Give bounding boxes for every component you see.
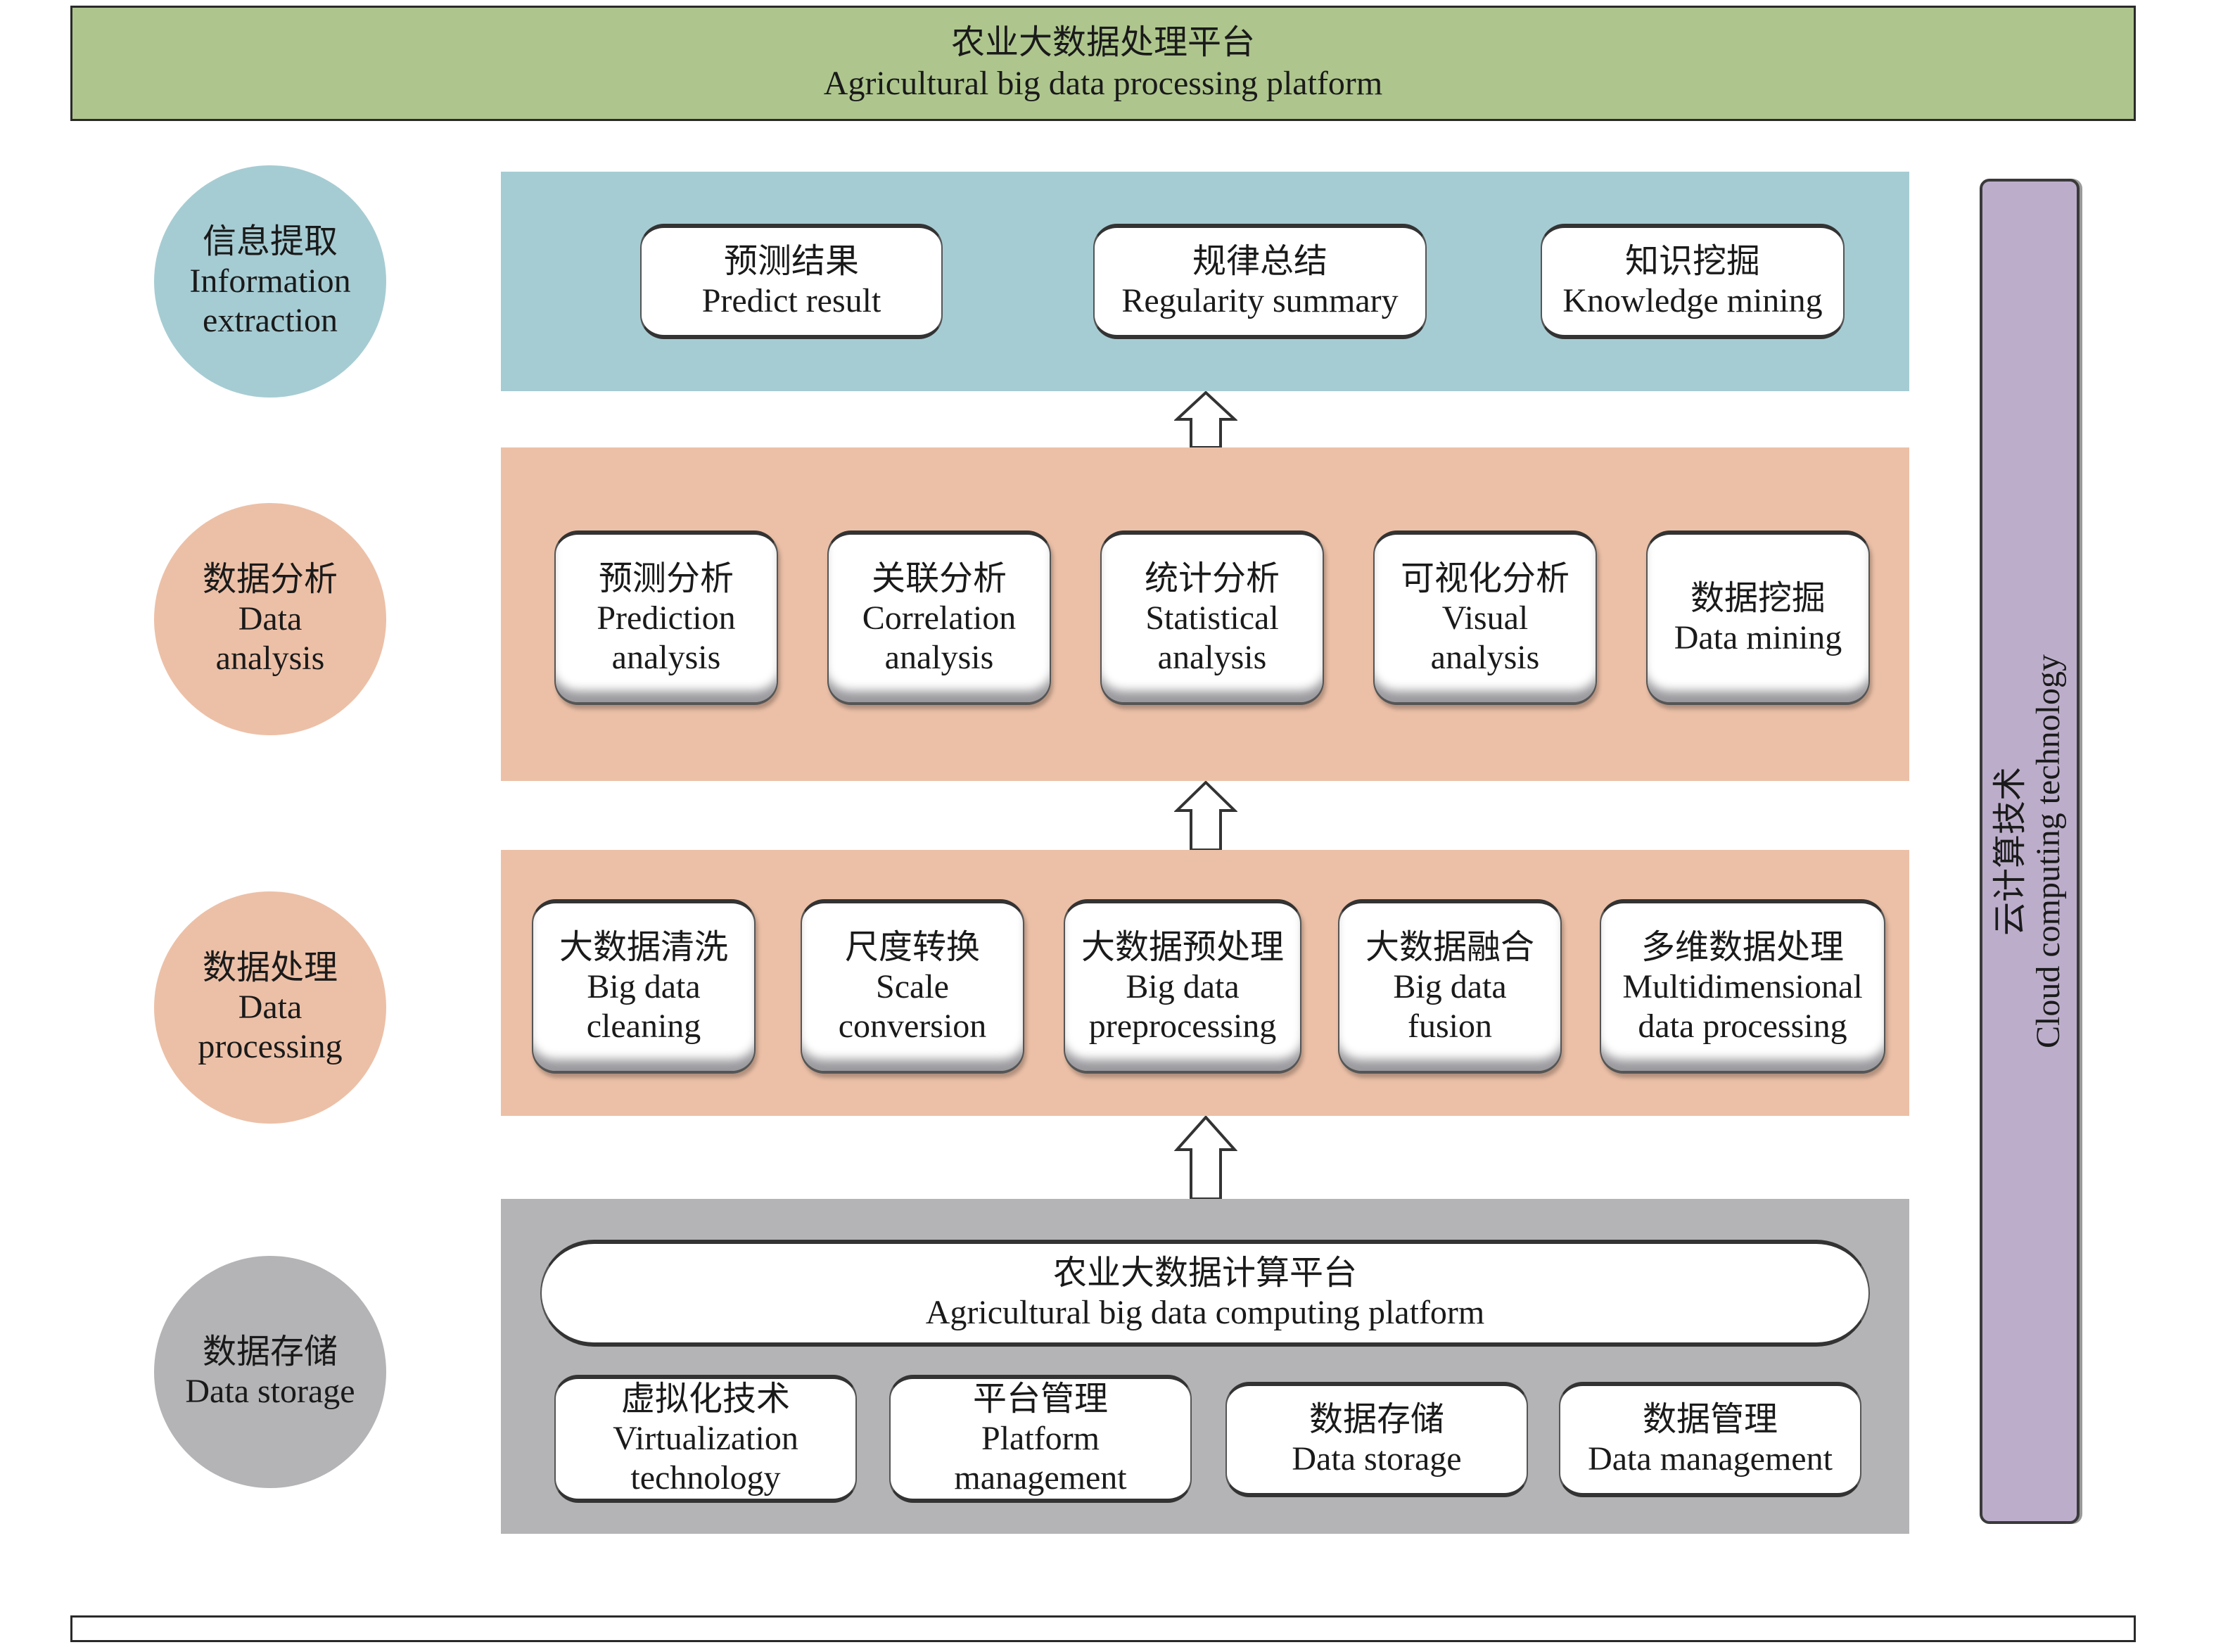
card-label-zh: 虚拟化技术 xyxy=(620,1380,790,1418)
layer-label-en: extraction xyxy=(203,302,338,339)
card-label-zh: 平台管理 xyxy=(972,1380,1108,1418)
footer-box xyxy=(70,1615,2136,1642)
card-label-zh: 尺度转换 xyxy=(844,929,980,966)
banner-title-zh: 农业大数据处理平台 xyxy=(950,24,1255,61)
card-label-en: analysis xyxy=(884,639,994,676)
card-label-en: Regularity summary xyxy=(1121,282,1399,319)
card-label-zh: 数据管理 xyxy=(1642,1401,1778,1438)
card-correlation-analysis: 关联分析 Correlation analysis xyxy=(827,530,1051,705)
up-arrow-icon xyxy=(1174,781,1237,851)
card-label-en: Knowledge mining xyxy=(1562,282,1823,319)
card-label-en: analysis xyxy=(1157,639,1267,676)
layer-circle-data-processing: 数据处理 Data processing xyxy=(154,891,386,1124)
card-label-en: Agricultural big data computing platform xyxy=(925,1294,1485,1331)
card-big-data-preprocessing: 大数据预处理 Big data preprocessing xyxy=(1064,899,1301,1074)
card-label-en: Statistical xyxy=(1145,599,1279,637)
card-knowledge-mining: 知识挖掘 Knowledge mining xyxy=(1541,224,1845,339)
card-label-zh: 数据挖掘 xyxy=(1690,580,1826,617)
card-label-zh: 预测结果 xyxy=(723,243,859,280)
card-label-en: Big data xyxy=(1126,968,1240,1005)
card-label-en: Data mining xyxy=(1674,619,1842,656)
card-scale-conversion: 尺度转换 Scale conversion xyxy=(801,899,1024,1074)
card-label-en: management xyxy=(954,1459,1127,1497)
panel-data-processing: 大数据清洗 Big data cleaning 尺度转换 Scale conve… xyxy=(501,850,1909,1116)
card-label-zh: 大数据清洗 xyxy=(559,929,728,966)
card-visual-analysis: 可视化分析 Visual analysis xyxy=(1373,530,1597,705)
layer-label-en: Information xyxy=(189,262,351,300)
card-prediction-analysis: 预测分析 Prediction analysis xyxy=(554,530,778,705)
card-label-zh: 大数据预处理 xyxy=(1081,929,1284,966)
platform-banner: 农业大数据处理平台 Agricultural big data processi… xyxy=(70,6,2136,121)
card-label-zh: 关联分析 xyxy=(871,560,1007,597)
card-big-data-fusion: 大数据融合 Big data fusion xyxy=(1338,899,1562,1074)
card-label-en: preprocessing xyxy=(1088,1008,1277,1045)
layer-label-en: Data xyxy=(238,600,303,637)
card-label-en: data processing xyxy=(1638,1008,1847,1045)
card-label-en: fusion xyxy=(1408,1008,1492,1045)
card-label-zh: 农业大数据计算平台 xyxy=(1052,1254,1357,1292)
card-label-zh: 可视化分析 xyxy=(1400,560,1569,597)
layer-label-zh: 数据分析 xyxy=(202,561,338,598)
card-virtualization-technology: 虚拟化技术 Virtualization technology xyxy=(554,1375,857,1503)
card-label-zh: 预测分析 xyxy=(598,560,734,597)
card-label-en: Big data xyxy=(1393,968,1507,1005)
card-statistical-analysis: 统计分析 Statistical analysis xyxy=(1100,530,1324,705)
card-big-data-cleaning: 大数据清洗 Big data cleaning xyxy=(532,899,756,1074)
card-label-en: Correlation xyxy=(862,599,1017,637)
cloud-computing-label: 云计算技术 Cloud computing technology xyxy=(1992,654,2068,1048)
card-label-en: Data storage xyxy=(1292,1440,1462,1478)
card-label-zh: 数据存储 xyxy=(1308,1401,1444,1438)
card-label-en: Data management xyxy=(1588,1440,1833,1478)
layer-label-en: Data storage xyxy=(185,1373,355,1410)
card-computing-platform: 农业大数据计算平台 Agricultural big data computin… xyxy=(540,1240,1870,1347)
layer-label-zh: 数据处理 xyxy=(202,949,338,986)
layer-label-zh: 数据存储 xyxy=(202,1333,338,1371)
cloud-computing-column: 云计算技术 Cloud computing technology xyxy=(1980,179,2080,1524)
card-label-en: Platform xyxy=(981,1420,1100,1457)
layer-circle-data-storage: 数据存储 Data storage xyxy=(154,1256,386,1488)
layer-label-en: processing xyxy=(198,1028,343,1065)
layer-label-en: Data xyxy=(238,989,303,1026)
card-data-storage: 数据存储 Data storage xyxy=(1225,1382,1528,1497)
card-label-zh: 多维数据处理 xyxy=(1641,929,1844,966)
layer-label-en: analysis xyxy=(215,640,325,677)
cloud-label-zh: 云计算技术 xyxy=(1992,766,2029,936)
card-label-en: Virtualization xyxy=(613,1420,798,1457)
card-data-mining: 数据挖掘 Data mining xyxy=(1646,530,1870,705)
card-label-zh: 统计分析 xyxy=(1144,560,1280,597)
banner-title-en: Agricultural big data processing platfor… xyxy=(823,65,1383,102)
card-label-en: Predict result xyxy=(701,282,881,319)
card-label-en: Big data xyxy=(587,968,701,1005)
card-label-en: cleaning xyxy=(586,1008,701,1045)
card-label-zh: 知识挖掘 xyxy=(1624,243,1760,280)
cloud-label-en: Cloud computing technology xyxy=(2030,654,2067,1048)
card-label-en: Prediction xyxy=(597,599,736,637)
card-label-en: Scale xyxy=(876,968,949,1005)
panel-information-extraction: 预测结果 Predict result 规律总结 Regularity summ… xyxy=(501,172,1909,391)
layer-circle-data-analysis: 数据分析 Data analysis xyxy=(154,503,386,735)
card-predict-result: 预测结果 Predict result xyxy=(640,224,943,339)
layer-label-zh: 信息提取 xyxy=(202,223,338,260)
card-data-management: 数据管理 Data management xyxy=(1559,1382,1861,1497)
card-multidimensional-data-processing: 多维数据处理 Multidimensional data processing xyxy=(1600,899,1885,1074)
card-label-en: technology xyxy=(630,1459,781,1497)
panel-data-analysis: 预测分析 Prediction analysis 关联分析 Correlatio… xyxy=(501,447,1909,781)
card-regularity-summary: 规律总结 Regularity summary xyxy=(1093,224,1427,339)
card-label-zh: 大数据融合 xyxy=(1365,929,1534,966)
up-arrow-icon xyxy=(1174,1116,1237,1200)
card-label-en: Visual xyxy=(1441,599,1529,637)
card-label-en: Multidimensional xyxy=(1622,968,1863,1005)
card-label-zh: 规律总结 xyxy=(1192,243,1327,280)
up-arrow-icon xyxy=(1174,391,1237,449)
card-label-en: conversion xyxy=(838,1008,987,1045)
card-platform-management: 平台管理 Platform management xyxy=(889,1375,1192,1503)
card-label-en: analysis xyxy=(611,639,721,676)
panel-data-storage: 农业大数据计算平台 Agricultural big data computin… xyxy=(501,1199,1909,1534)
layer-circle-information-extraction: 信息提取 Information extraction xyxy=(154,165,386,398)
card-label-en: analysis xyxy=(1430,639,1540,676)
